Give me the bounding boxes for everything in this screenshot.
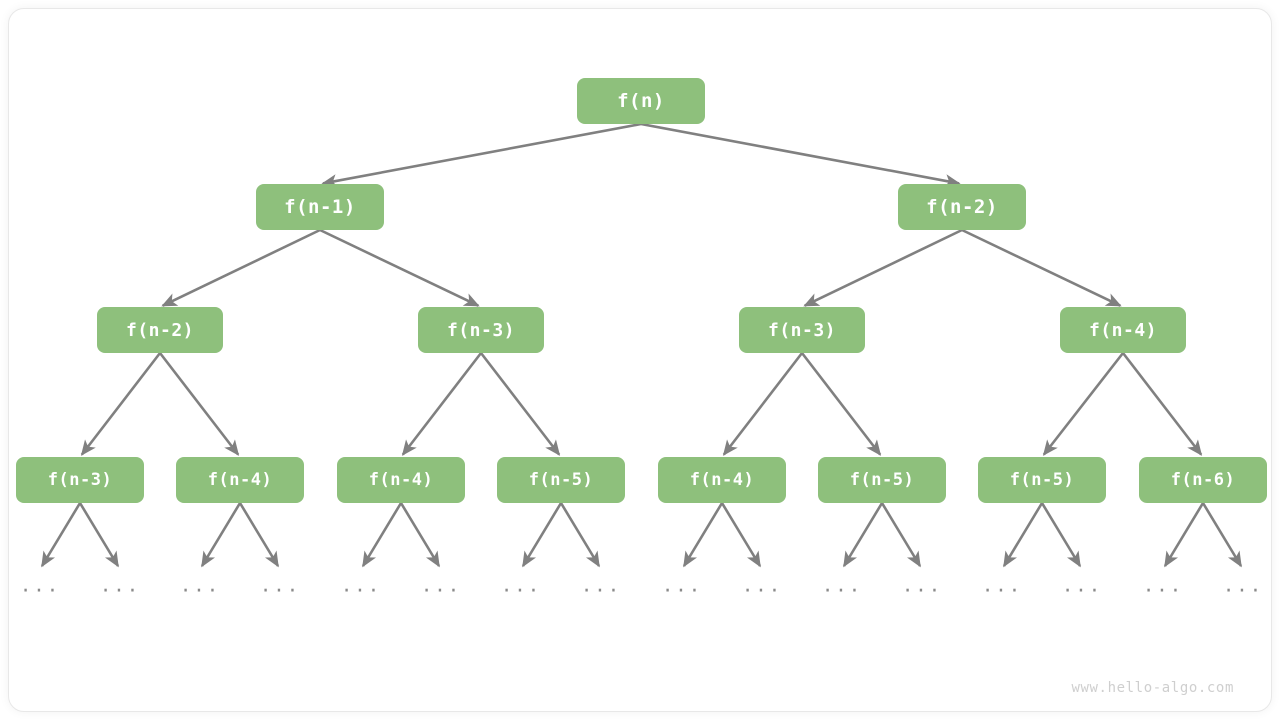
tree-node-label: f(n-5): [849, 470, 915, 490]
tree-node-label: f(n-3): [767, 319, 837, 341]
leaf-edge-n14-15: [1201, 502, 1243, 568]
tree-edge-n2-n6: [961, 228, 1122, 307]
tree-node-label: f(n-1): [284, 196, 356, 218]
leaf-edge-n10-7: [559, 502, 601, 568]
tree-edge-n6-n13: [1042, 352, 1125, 456]
tree-node-label: f(n-6): [1170, 470, 1236, 490]
tree-node-n8: f(n-4): [176, 457, 304, 503]
leaf-edge-n7-0: [40, 502, 82, 568]
tree-node-n3: f(n-2): [97, 307, 223, 353]
ellipsis-14: ...: [1142, 574, 1184, 597]
ellipsis-2: ...: [179, 574, 221, 597]
tree-edge-n2-n5: [803, 228, 963, 307]
tree-node-n5: f(n-3): [739, 307, 865, 353]
tree-node-label: f(n-5): [1009, 470, 1075, 490]
leaf-edge-n7-1: [78, 502, 120, 568]
leaf-edge-n9-4: [361, 502, 403, 568]
tree-node-n10: f(n-5): [497, 457, 625, 503]
tree-node-n7: f(n-3): [16, 457, 144, 503]
tree-node-n6: f(n-4): [1060, 307, 1186, 353]
leaf-edge-n14-14: [1163, 502, 1205, 568]
ellipsis-12: ...: [981, 574, 1023, 597]
ellipsis-3: ...: [259, 574, 301, 597]
tree-edge-n4-n9: [401, 352, 483, 456]
tree-edge-n0-n2: [640, 122, 961, 188]
ellipsis-4: ...: [340, 574, 382, 597]
leaf-edge-n13-12: [1002, 502, 1044, 568]
leaf-edge-n12-10: [842, 502, 884, 568]
tree-node-n0: f(n): [577, 78, 705, 124]
ellipsis-5: ...: [420, 574, 462, 597]
ellipsis-15: ...: [1222, 574, 1264, 597]
ellipsis-13: ...: [1061, 574, 1103, 597]
tree-node-n1: f(n-1): [256, 184, 384, 230]
tree-node-label: f(n-5): [528, 470, 594, 490]
tree-edges: [40, 122, 1243, 568]
ellipsis-7: ...: [580, 574, 622, 597]
tree-edge-n0-n1: [321, 122, 642, 188]
tree-edge-n3-n7: [80, 352, 162, 456]
tree-edge-n1-n4: [319, 228, 480, 307]
tree-edge-n5-n12: [800, 352, 882, 456]
tree-node-label: f(n-4): [207, 470, 273, 490]
tree-edge-n1-n3: [161, 228, 321, 307]
tree-node-label: f(n-4): [689, 470, 755, 490]
tree-node-n11: f(n-4): [658, 457, 786, 503]
tree-node-label: f(n-4): [368, 470, 434, 490]
tree-node-label: f(n): [617, 90, 665, 112]
ellipsis-9: ...: [741, 574, 783, 597]
leaf-edge-n10-6: [521, 502, 563, 568]
ellipsis-8: ...: [661, 574, 703, 597]
leaf-edge-n11-8: [682, 502, 724, 568]
tree-edge-n4-n10: [479, 352, 561, 456]
tree-node-label: f(n-3): [47, 470, 113, 490]
leaf-edge-n11-9: [720, 502, 762, 568]
ellipsis-0: ...: [19, 574, 61, 597]
watermark-label: www.hello-algo.com: [1071, 680, 1234, 696]
tree-node-label: f(n-2): [926, 196, 998, 218]
ellipsis-11: ...: [901, 574, 943, 597]
tree-edge-n3-n8: [158, 352, 240, 456]
tree-node-n9: f(n-4): [337, 457, 465, 503]
ellipsis-1: ...: [99, 574, 141, 597]
leaf-edge-n13-13: [1040, 502, 1082, 568]
tree-node-n13: f(n-5): [978, 457, 1106, 503]
tree-edge-n5-n11: [722, 352, 804, 456]
leaf-edge-n9-5: [399, 502, 441, 568]
leaf-edge-n8-3: [238, 502, 280, 568]
tree-node-label: f(n-3): [446, 319, 516, 341]
leaf-edge-n12-11: [880, 502, 922, 568]
leaf-edge-n8-2: [200, 502, 242, 568]
tree-edge-n6-n14: [1121, 352, 1203, 456]
ellipsis-10: ...: [821, 574, 863, 597]
tree-node-label: f(n-4): [1088, 319, 1158, 341]
tree-node-n14: f(n-6): [1139, 457, 1267, 503]
tree-node-n4: f(n-3): [418, 307, 544, 353]
tree-node-n2: f(n-2): [898, 184, 1026, 230]
tree-node-label: f(n-2): [125, 319, 195, 341]
tree-node-n12: f(n-5): [818, 457, 946, 503]
ellipsis-6: ...: [500, 574, 542, 597]
